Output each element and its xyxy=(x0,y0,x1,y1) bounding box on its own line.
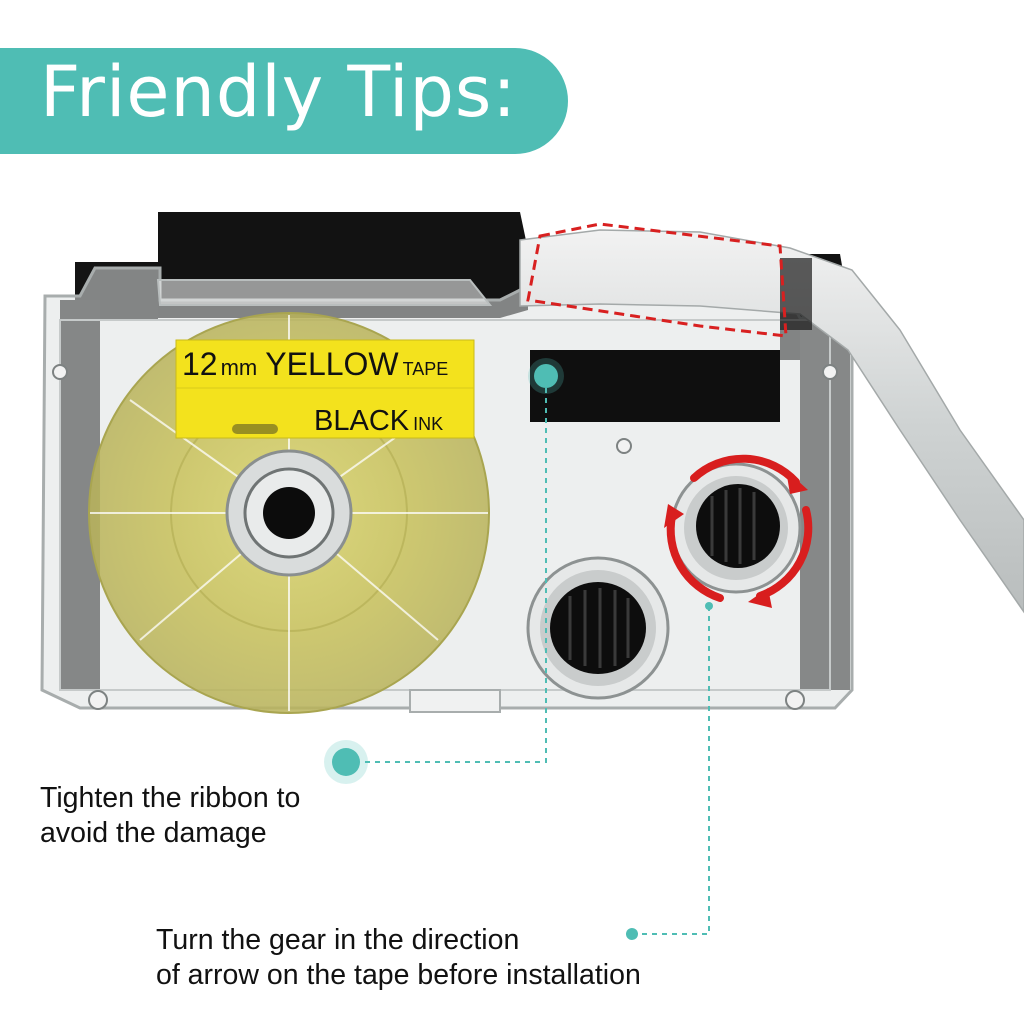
rotate-arrowheads xyxy=(664,470,808,608)
banner-title: Friendly Tips: xyxy=(40,51,517,133)
silver-ribbon xyxy=(519,229,1024,614)
callout-line: avoid the damage xyxy=(40,817,267,849)
circle-marker-icon xyxy=(528,358,564,394)
tips-banner xyxy=(0,48,568,154)
callout-tighten-ribbon: Tighten the ribbon to avoid the damage xyxy=(40,781,300,851)
circle-marker-icon xyxy=(705,602,713,610)
lower-gear xyxy=(526,556,670,700)
circle-marker-icon xyxy=(324,740,368,784)
ribbon-highlight xyxy=(526,222,788,338)
label-size-unit: mm xyxy=(221,355,258,380)
label-size-value: 12 xyxy=(182,346,218,382)
rotate-arrows-icon xyxy=(666,454,813,602)
label-color-word: YELLOW xyxy=(265,346,399,382)
label-ink-word: INK xyxy=(413,414,443,434)
upper-gear xyxy=(670,462,802,594)
label-tape-word: TAPE xyxy=(403,359,449,379)
ribbon-window xyxy=(530,350,780,422)
callout-lines xyxy=(362,378,710,935)
callout-line: Turn the gear in the direction xyxy=(156,924,520,956)
callout-line: of arrow on the tape before installation xyxy=(156,959,641,991)
label-ink-color-word: BLACK xyxy=(314,405,410,437)
callout-turn-gear: Turn the gear in the direction of arrow … xyxy=(156,923,641,993)
circle-marker-icon xyxy=(626,928,638,940)
callout-line: Tighten the ribbon to xyxy=(40,782,301,814)
